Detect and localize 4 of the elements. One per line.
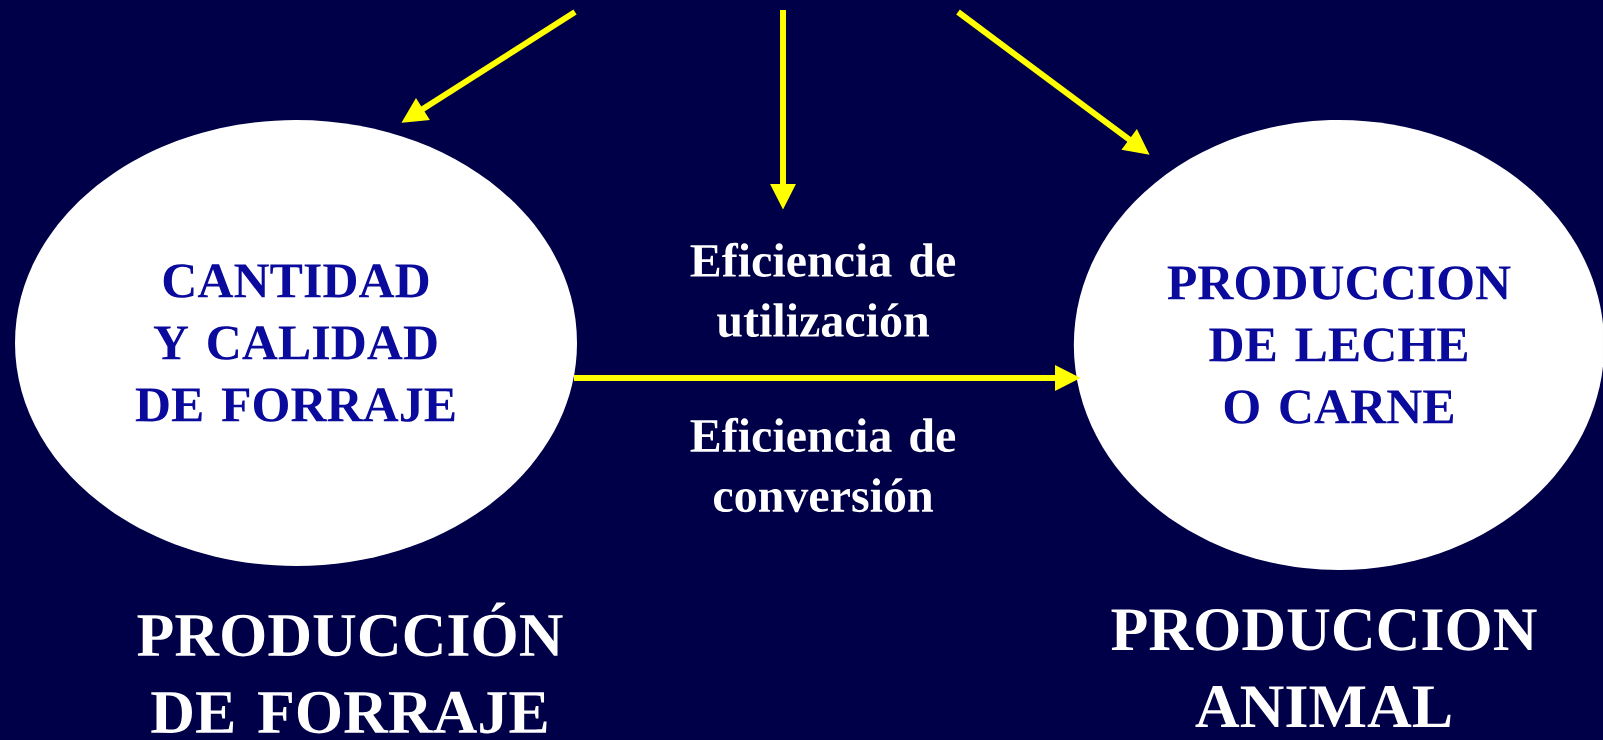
annotation-text: Eficiencia de utilización bbox=[690, 242, 956, 338]
node-label: PRODUCCIÓN DE FORRAJE bbox=[137, 602, 563, 734]
node-label: PRODUCCION ANIMAL bbox=[1111, 609, 1537, 727]
edge-label: Eficiencia de conversión bbox=[690, 417, 956, 513]
